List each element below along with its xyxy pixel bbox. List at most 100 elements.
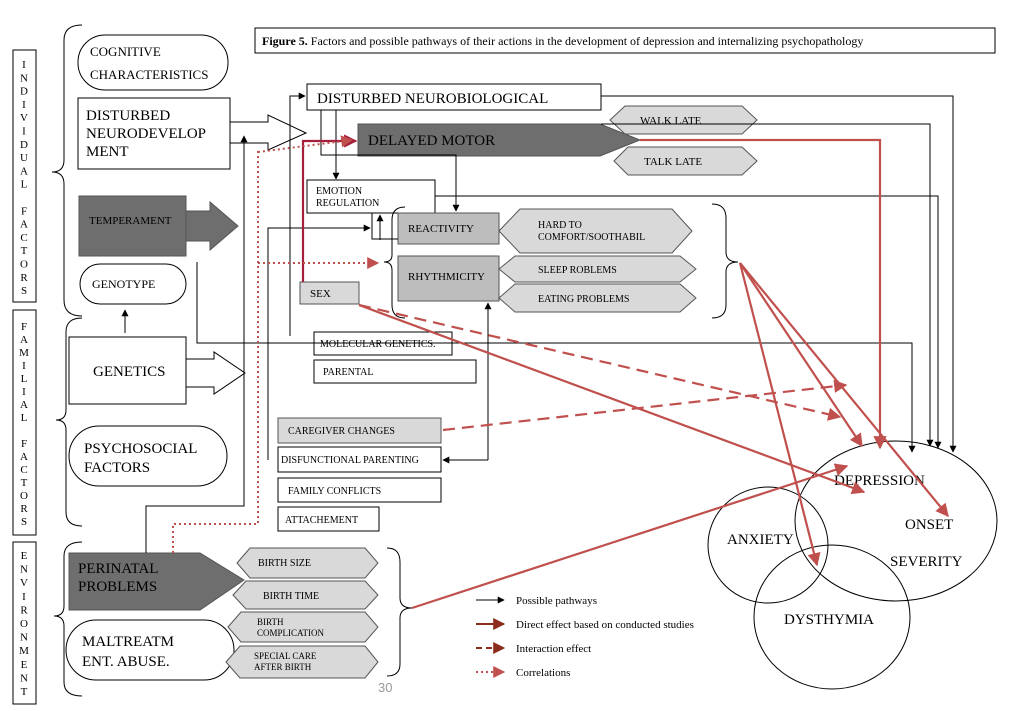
node-neurobio: DISTURBED NEUROBIOLOGICAL: [306, 83, 602, 111]
outcome-circles: [707, 440, 998, 690]
arrow-neurodev: [229, 114, 308, 151]
brace-birth: [386, 547, 413, 677]
node-birth-size: BIRTH SIZE: [236, 547, 379, 579]
node-rhythmicity: RHYTHMICITY: [397, 255, 500, 302]
node-parental: PARENTAL: [313, 359, 477, 384]
svg-text:GENOTYPE: GENOTYPE: [92, 277, 155, 291]
node-delayed-motor: DELAYED MOTOR: [357, 123, 642, 157]
svg-text:WALK LATE: WALK LATE: [640, 115, 702, 127]
legend-item: Correlations: [476, 666, 570, 679]
node-genetics: GENETICS: [68, 336, 246, 405]
page-number: 30: [378, 680, 392, 695]
label-anxiety: ANXIETY: [727, 532, 794, 548]
node-temperament: TEMPERAMENT: [78, 195, 239, 257]
node-reactivity: REACTIVITY: [397, 212, 500, 245]
label-severity: SEVERITY: [890, 554, 963, 570]
node-hard-comfort: HARD TO COMFORT/SOOTHABIL: [498, 208, 693, 254]
brace-reactivity-left: [383, 206, 406, 319]
node-maltreatment: MALTREATM ENT. ABUSE.: [65, 619, 235, 681]
legend: Possible pathways Direct effect based on…: [476, 595, 694, 679]
node-special-care: SPECIAL CARE AFTER BIRTH: [225, 645, 379, 679]
node-talk-late: TALK LATE: [613, 146, 758, 176]
svg-text:REGULATION: REGULATION: [316, 198, 379, 209]
interaction-effects: [358, 303, 848, 432]
svg-text:PROBLEMS: PROBLEMS: [78, 579, 157, 595]
svg-text:GENETICS: GENETICS: [93, 364, 166, 380]
svg-text:DISTURBED: DISTURBED: [86, 108, 170, 124]
node-neurodev: DISTURBED NEURODEVELOP MENT: [77, 97, 231, 170]
svg-text:SPECIAL CARE: SPECIAL CARE: [254, 651, 317, 661]
node-birth-complication: BIRTH COMPLICATION: [227, 611, 379, 643]
svg-text:Possible pathways: Possible pathways: [516, 595, 597, 607]
svg-text:CAREGIVER CHANGES: CAREGIVER CHANGES: [288, 426, 395, 437]
legend-item: Possible pathways: [476, 595, 597, 607]
svg-text:DISFUNCTIONAL PARENTING: DISFUNCTIONAL PARENTING: [281, 455, 419, 466]
node-disfunctional: DISFUNCTIONAL PARENTING: [277, 446, 442, 473]
node-cognitive: COGNITIVE CHARACTERISTICS: [77, 34, 229, 91]
brace-temperament-items: [711, 203, 739, 319]
svg-text:ENT. ABUSE.: ENT. ABUSE.: [82, 654, 170, 670]
node-genotype: GENOTYPE: [79, 263, 187, 305]
svg-text:HARD TO: HARD TO: [538, 220, 582, 231]
svg-text:DISTURBED NEUROBIOLOGICAL: DISTURBED NEUROBIOLOGICAL: [317, 91, 548, 107]
node-birth-time: BIRTH TIME: [232, 580, 379, 610]
label-onset: ONSET: [905, 517, 953, 533]
svg-text:Direct effect based on conduct: Direct effect based on conducted studies: [516, 619, 694, 631]
legend-item: Interaction effect: [476, 642, 591, 655]
node-sleep: SLEEP ROBLEMS: [498, 255, 697, 283]
svg-text:AFTER BIRTH: AFTER BIRTH: [254, 662, 312, 672]
svg-text:COMPLICATION: COMPLICATION: [257, 628, 325, 638]
svg-text:Correlations: Correlations: [516, 667, 570, 679]
node-caregiver: CAREGIVER CHANGES: [277, 417, 442, 444]
svg-text:EMOTION: EMOTION: [316, 186, 362, 197]
svg-text:MALTREATM: MALTREATM: [82, 634, 174, 650]
svg-text:REACTIVITY: REACTIVITY: [408, 223, 474, 235]
svg-text:COMFORT/SOOTHABIL: COMFORT/SOOTHABIL: [538, 232, 645, 243]
node-sex: SEX: [299, 281, 360, 305]
figure-title: Figure 5. Factors and possible pathways …: [254, 27, 996, 54]
svg-text:FAMILY CONFLICTS: FAMILY CONFLICTS: [288, 486, 381, 497]
svg-text:PERINATAL: PERINATAL: [78, 561, 158, 577]
svg-text:TALK LATE: TALK LATE: [644, 156, 702, 168]
svg-text:PARENTAL: PARENTAL: [323, 367, 374, 378]
legend-item: Direct effect based on conducted studies: [476, 618, 694, 631]
black-pathways: [121, 92, 957, 553]
svg-text:BIRTH: BIRTH: [257, 617, 284, 627]
node-attachement: ATTACHEMENT: [277, 506, 380, 532]
svg-text:SLEEP ROBLEMS: SLEEP ROBLEMS: [538, 265, 617, 276]
svg-text:SEX: SEX: [310, 288, 331, 300]
node-psychosocial: PSYCHOSOCIAL FACTORS: [68, 425, 228, 487]
direct-effects: [358, 138, 949, 610]
svg-text:PSYCHOSOCIAL: PSYCHOSOCIAL: [84, 441, 197, 457]
svg-text:TEMPERAMENT: TEMPERAMENT: [89, 215, 172, 227]
svg-text:RHYTHMICITY: RHYTHMICITY: [408, 271, 485, 283]
svg-text:ATTACHEMENT: ATTACHEMENT: [285, 515, 358, 526]
svg-text:FACTORS: FACTORS: [84, 460, 150, 476]
svg-text:CHARACTERISTICS: CHARACTERISTICS: [90, 67, 208, 82]
svg-text:EATING PROBLEMS: EATING PROBLEMS: [538, 294, 629, 305]
svg-text:Interaction effect: Interaction effect: [516, 643, 591, 655]
node-eating: EATING PROBLEMS: [498, 283, 697, 313]
correlations: [172, 135, 380, 553]
left-braces: [51, 24, 83, 697]
svg-text:MENT: MENT: [86, 144, 129, 160]
svg-text:MOLECULAR GENETICS.: MOLECULAR GENETICS.: [320, 339, 436, 350]
node-emotion-reg: EMOTION REGULATION: [306, 179, 436, 214]
svg-text:NEURODEVELOP: NEURODEVELOP: [86, 126, 206, 142]
node-walk-late: WALK LATE: [609, 105, 758, 135]
svg-text:BIRTH TIME: BIRTH TIME: [263, 591, 319, 602]
svg-text:Figure 5. Factors and possible: Figure 5. Factors and possible pathways …: [262, 34, 863, 48]
svg-text:BIRTH SIZE: BIRTH SIZE: [258, 558, 311, 569]
svg-text:COGNITIVE: COGNITIVE: [90, 44, 161, 59]
label-dysthymia: DYSTHYMIA: [784, 612, 874, 628]
node-family-conflicts: FAMILY CONFLICTS: [277, 477, 442, 503]
svg-text:DELAYED MOTOR: DELAYED MOTOR: [368, 133, 495, 149]
